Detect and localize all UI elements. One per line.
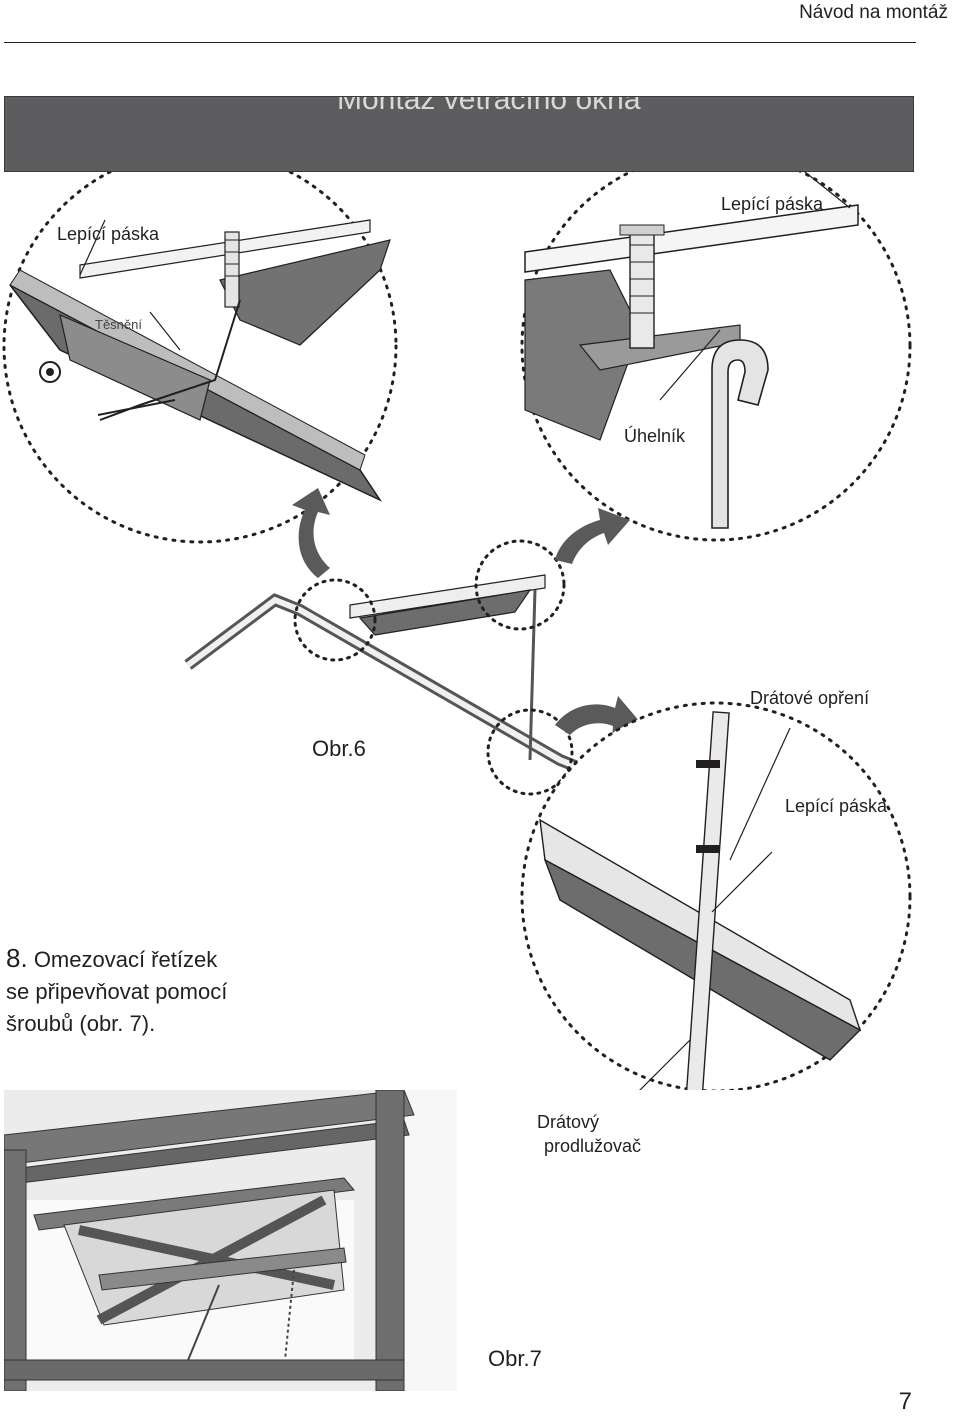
step-8-instructions: 8. Omezovací řetízek se připevňovat pomo… <box>6 942 227 1040</box>
figure-caption-obr7: Obr.7 <box>488 1346 542 1371</box>
label-prodluzovac: prodlužovač <box>544 1136 642 1156</box>
step-line-3: šroubů (obr. 7). <box>6 1011 156 1036</box>
detail-circle-right <box>520 150 912 542</box>
header-divider <box>4 42 916 43</box>
figure-caption-obr6: Obr.6 <box>312 736 366 761</box>
label-dratovy: Drátový <box>537 1112 600 1132</box>
detail-marker-lower <box>486 708 574 796</box>
detail-circle-lower <box>520 701 912 1090</box>
photo-window-interior <box>4 1090 457 1391</box>
label-dratove-opreni: Drátové opření <box>750 688 870 708</box>
label-lepici-paska-lower: Lepící páska <box>785 796 888 816</box>
label-uhelnik: Úhelník <box>624 426 686 446</box>
arrow-to-lower-detail <box>555 696 640 738</box>
step-line-2: se připevňovat pomocí <box>6 979 228 1004</box>
section-banner: Montáž větracího okna <box>4 96 914 172</box>
label-lepici-paska-right: Lepící páska <box>721 194 824 214</box>
arrow-to-left-detail <box>292 488 330 578</box>
label-lepici-paska-left: Lepící páska <box>57 224 160 244</box>
label-tesneni: Těsnění <box>95 317 142 332</box>
arrow-to-right-detail <box>555 508 630 564</box>
detail-marker-right <box>474 539 566 631</box>
detail-marker-left <box>293 578 377 662</box>
assembly-drawing <box>2 148 912 1090</box>
detail-circle-left <box>2 148 398 544</box>
page-number: 7 <box>898 1388 912 1415</box>
step-line-1: Omezovací řetízek <box>33 947 218 972</box>
page-header-title: Návod na montáž <box>799 2 948 23</box>
banner-title: Montáž větracího okna <box>337 96 641 116</box>
photo-illustration <box>4 1090 457 1391</box>
step-number: 8. <box>6 943 28 973</box>
